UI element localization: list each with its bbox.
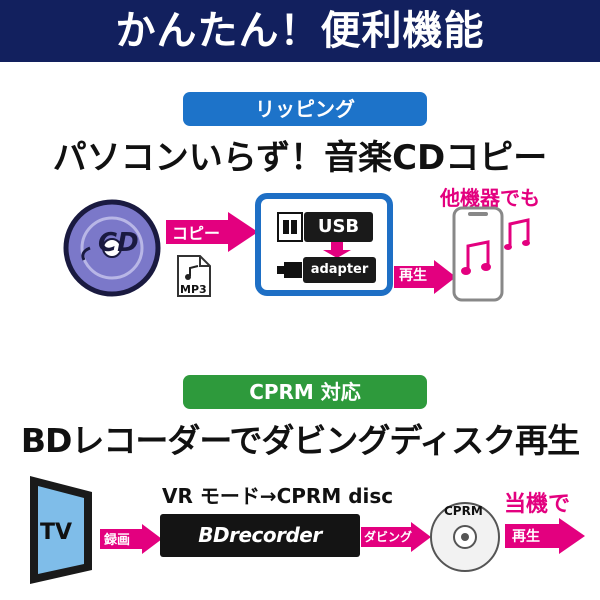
copy-arrow-label: コピー	[172, 224, 221, 243]
tv-icon	[30, 476, 92, 584]
cprm-disc-icon	[430, 502, 500, 572]
bd-recorder-label: BDrecorder	[198, 523, 322, 547]
dubbing-arrow-icon	[361, 522, 431, 552]
header-title: かんたん！便利機能	[115, 8, 485, 54]
play-arrow-icon	[394, 260, 456, 294]
bd-recorder-device	[160, 514, 360, 557]
header-banner	[0, 0, 600, 62]
sd-adapter-icon	[277, 262, 302, 278]
cprm-pill: CPRM 対応	[183, 375, 427, 409]
other-devices-label: 他機器でも	[440, 186, 540, 210]
music-notes-small-icon	[504, 218, 530, 250]
music-notes-icon	[461, 240, 491, 275]
record-arrow-label: 録画	[104, 533, 131, 548]
tv-label: TV	[40, 520, 73, 545]
usb-drive-icon	[277, 212, 303, 242]
ripping-headline: パソコンいらず！音楽CDコピー	[52, 138, 548, 178]
mp3-label: MP3	[180, 283, 207, 296]
music-note-icon	[81, 246, 91, 261]
adapter-label: adapter	[303, 257, 376, 283]
this-unit-label: 当機で	[504, 492, 571, 517]
vr-mode-label: VR モード→CPRM disc	[162, 484, 394, 508]
cd-label: CD	[98, 228, 139, 258]
play-arrow-label: 再生	[399, 268, 427, 284]
smartphone-icon	[452, 206, 504, 302]
cprm-headline: BDレコーダーでダビングディスク再生	[20, 421, 580, 460]
dubbing-arrow-label: ダビング	[364, 530, 413, 544]
cprm-play-arrow-icon	[505, 518, 585, 554]
record-arrow-icon	[100, 524, 162, 554]
usb-label: USB	[304, 212, 373, 242]
cd-disc-icon	[63, 199, 161, 297]
copy-arrow-icon	[166, 212, 258, 252]
cprm-disc-label: CPRM	[444, 504, 483, 518]
down-arrow-icon	[323, 242, 351, 258]
mp3-file-icon	[177, 255, 211, 297]
ripping-pill: リッピング	[183, 92, 427, 126]
cprm-play-arrow-label: 再生	[512, 529, 540, 545]
